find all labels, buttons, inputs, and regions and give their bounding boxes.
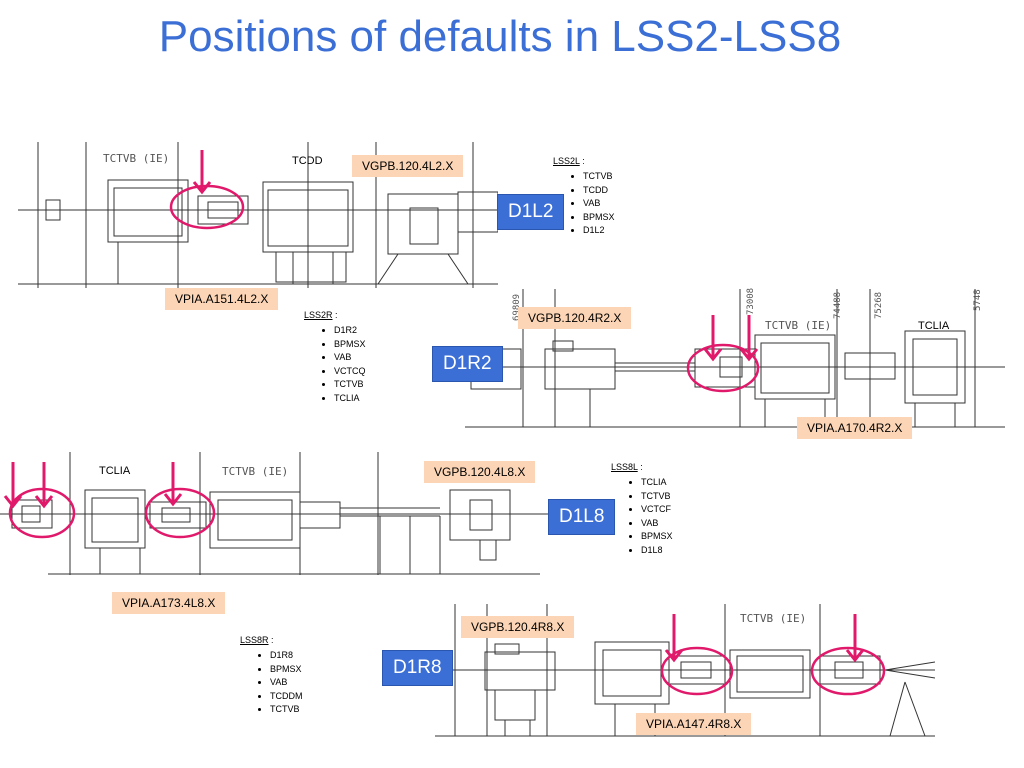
down-arrow-marker-icon — [703, 315, 723, 362]
ellipse-marker-icon — [686, 343, 760, 393]
drawing-lss2l: TCTVB (IE) TCDD — [18, 142, 498, 288]
down-arrow-marker-icon — [845, 614, 865, 663]
lss-header: LSS8R — [240, 635, 269, 645]
lss8r-list: LSS8R : D1R8 BPMSX VAB TCDDM TCTVB — [240, 635, 303, 717]
down-arrow-marker-icon — [739, 315, 759, 362]
vpia-label-d1r8: VPIA.A147.4R8.X — [636, 713, 752, 735]
lss-item: BPMSX — [641, 530, 673, 544]
down-arrow-marker-icon — [34, 462, 54, 509]
lss-item: TCLIA — [334, 392, 366, 406]
lss-item: VCTCQ — [334, 365, 366, 379]
id-box-d1l8: D1L8 — [548, 499, 616, 535]
lss-item: BPMSX — [270, 663, 303, 677]
ellipse-marker-icon — [660, 646, 734, 696]
lss-item: VCTCF — [641, 503, 673, 517]
id-box-d1r2: D1R2 — [432, 346, 503, 382]
drawing-text: TCLIA — [918, 320, 950, 332]
lss-item: D1R2 — [334, 324, 366, 338]
lss-item: VAB — [270, 676, 303, 690]
drawing-text: TCDD — [292, 155, 323, 167]
drawing-lss2r: TCTVB (IE) TCLIA 69809 73008 74488 75268… — [465, 288, 1005, 428]
lss-header: LSS8L — [611, 462, 638, 472]
drawing-text: TCTVB (IE) — [222, 465, 288, 478]
down-arrow-marker-icon — [3, 462, 23, 509]
drawing-text: TCTVB (IE) — [765, 319, 831, 332]
vgpb-label-d1r2: VGPB.120.4R2.X — [518, 307, 632, 329]
lss-item: BPMSX — [583, 211, 615, 225]
ellipse-marker-icon — [144, 487, 216, 539]
lss2r-list: LSS2R : D1R2 BPMSX VAB VCTCQ TCTVB TCLIA — [304, 310, 366, 405]
lss2l-list: LSS2L : TCTVB TCDD VAB BPMSX D1L2 — [553, 156, 615, 238]
drawing-text: TCTVB (IE) — [103, 152, 169, 165]
drawing-lss8r: TCTVB (IE) — [435, 604, 935, 737]
vpia-label-d1l2: VPIA.A151.4L2.X — [165, 288, 279, 310]
vgpb-label-d1l8: VGPB.120.4L8.X — [424, 461, 536, 483]
drawing-text: 69809 — [512, 294, 522, 321]
drawing-text: 74488 — [833, 292, 843, 319]
lss-item: D1L8 — [641, 544, 673, 558]
ellipse-marker-icon — [810, 646, 886, 696]
lss-header: LSS2L — [553, 156, 580, 166]
vpia-label-d1l8: VPIA.A173.4L8.X — [112, 592, 226, 614]
lss-item: VAB — [334, 351, 366, 365]
ellipse-marker-icon — [8, 487, 76, 539]
id-box-d1l2: D1L2 — [497, 194, 565, 230]
lss-header: LSS2R — [304, 310, 333, 320]
lss-item: TCDD — [583, 184, 615, 198]
down-arrow-marker-icon — [192, 150, 212, 195]
drawing-text: 5748 — [973, 289, 983, 311]
vgpb-label-d1l2: VGPB.120.4L2.X — [352, 155, 464, 177]
down-arrow-marker-icon — [163, 462, 183, 507]
lss-item: VAB — [641, 517, 673, 531]
vpia-label-d1r2: VPIA.A170.4R2.X — [797, 417, 913, 439]
drawing-text: TCTVB (IE) — [740, 612, 806, 625]
drawing-lss8l: TCTVB (IE) TCLIA — [0, 452, 560, 575]
lss-item: TCTVB — [334, 378, 366, 392]
lss-item: D1R8 — [270, 649, 303, 663]
drawing-text: 73008 — [746, 288, 756, 315]
lss-item: TCTVB — [583, 170, 615, 184]
lss-item: TCTVB — [641, 490, 673, 504]
lss-item: VAB — [583, 197, 615, 211]
lss-item: TCDDM — [270, 690, 303, 704]
lss8l-list: LSS8L : TCLIA TCTVB VCTCF VAB BPMSX D1L8 — [611, 462, 673, 557]
lss-item: TCTVB — [270, 703, 303, 717]
slide-title: Positions of defaults in LSS2-LSS8 — [158, 12, 842, 61]
lss-item: TCLIA — [641, 476, 673, 490]
lss-item: D1L2 — [583, 224, 615, 238]
drawing-text: 75268 — [874, 292, 884, 319]
drawing-text: TCLIA — [99, 465, 131, 477]
down-arrow-marker-icon — [664, 614, 684, 663]
id-box-d1r8: D1R8 — [382, 650, 453, 686]
vgpb-label-d1r8: VGPB.120.4R8.X — [461, 616, 575, 638]
lss-item: BPMSX — [334, 338, 366, 352]
